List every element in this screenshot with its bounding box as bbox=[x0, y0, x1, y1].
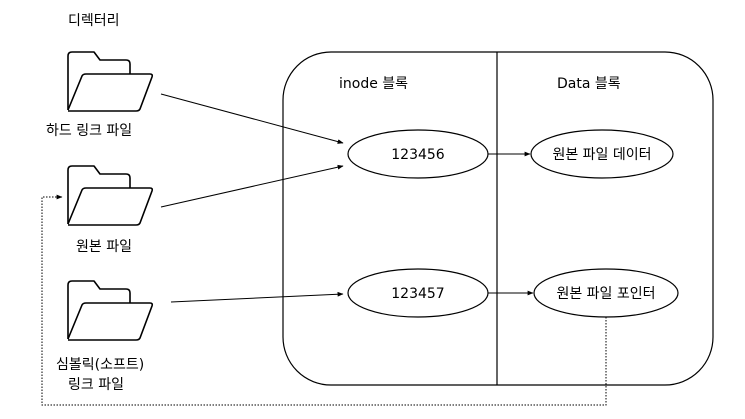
data-item-1: 원본 파일 데이터 bbox=[552, 147, 651, 163]
arrow-hardlink-to-inode bbox=[160, 93, 344, 144]
symlink-label-line2: 링크 파일 bbox=[68, 377, 124, 393]
arrow-original-to-inode bbox=[160, 164, 344, 208]
data-item-2: 원본 파일 포인터 bbox=[556, 286, 655, 302]
pointer-to-original-dotted-arrow bbox=[41, 194, 607, 406]
hardlink-file-label: 하드 링크 파일 bbox=[46, 123, 132, 139]
inode-block-title: inode 블록 bbox=[339, 76, 408, 92]
data-block-title: Data 블록 bbox=[557, 76, 621, 92]
folder-icon bbox=[67, 51, 154, 112]
symlink-label-line1: 심볼릭(소프트) bbox=[56, 357, 144, 373]
folder-icon bbox=[67, 165, 154, 226]
folder-icon bbox=[67, 280, 154, 341]
inode-number-1: 123456 bbox=[391, 147, 445, 163]
data-ellipse-1 bbox=[530, 129, 674, 179]
directory-title: 디렉터리 bbox=[68, 13, 120, 29]
original-file-label: 원본 파일 bbox=[76, 239, 132, 255]
arrow-symlink-to-inode bbox=[170, 291, 344, 303]
inode-number-2: 123457 bbox=[391, 286, 444, 302]
storage-container bbox=[282, 51, 714, 386]
